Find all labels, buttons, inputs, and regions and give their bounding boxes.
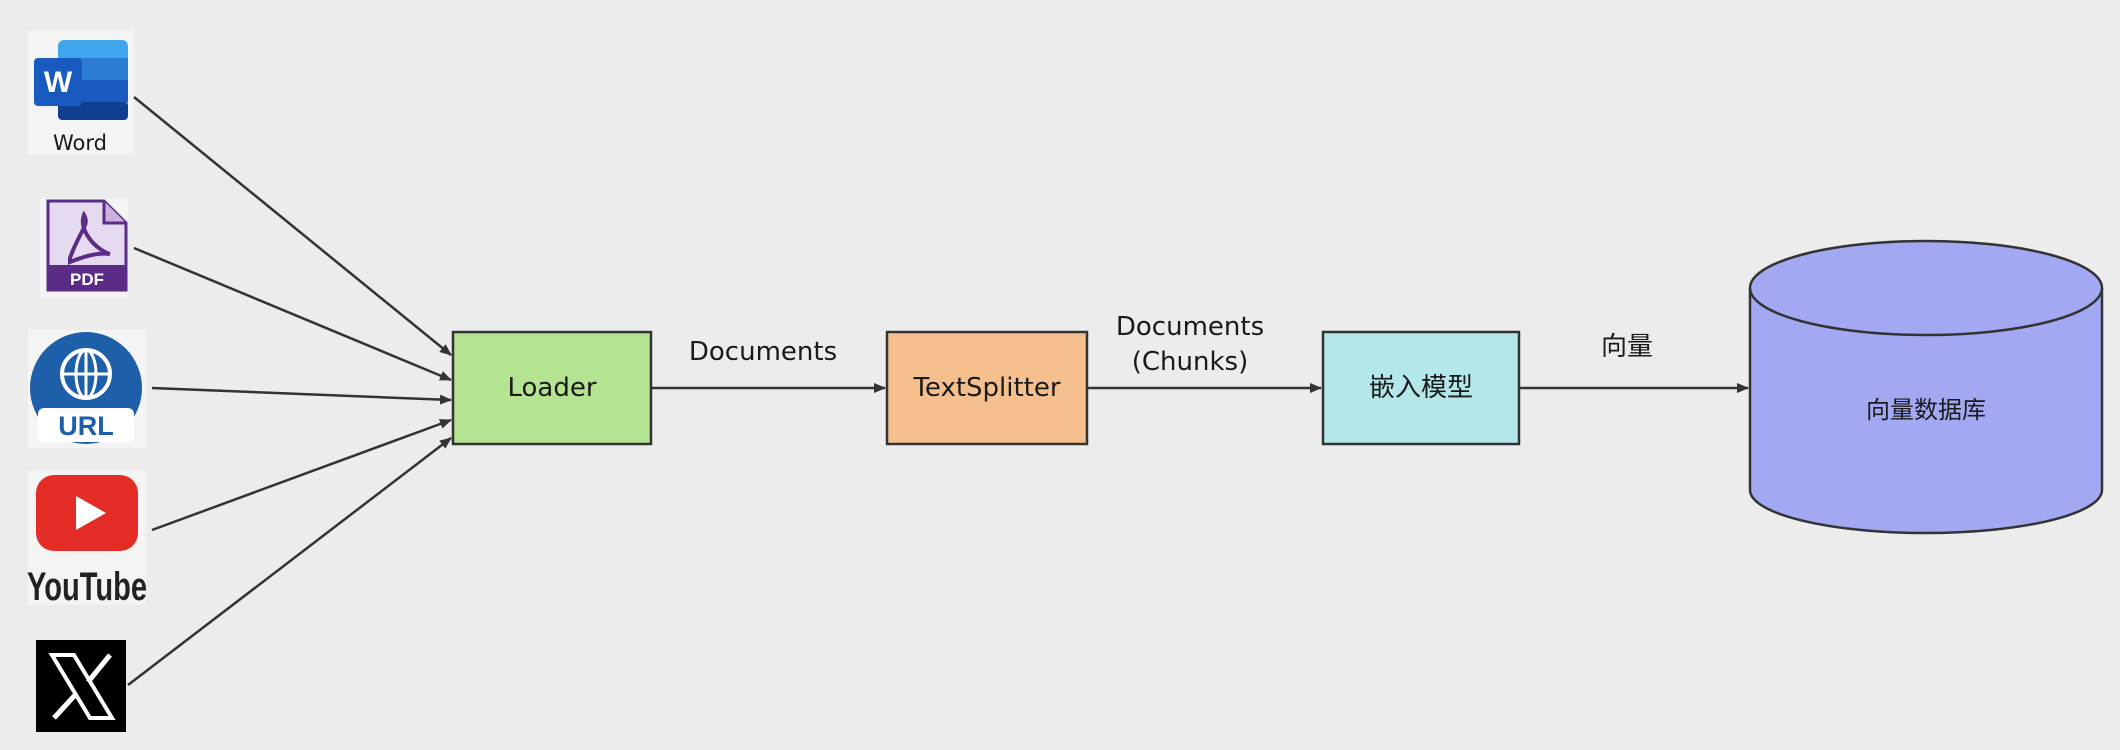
loader-label: Loader xyxy=(507,373,596,403)
vector-database-label: 向量数据库 xyxy=(1866,396,1986,424)
url-globe-icon xyxy=(28,330,146,448)
svg-text:W: W xyxy=(44,66,73,99)
url-label: URL xyxy=(58,411,114,441)
x-logo-icon xyxy=(36,640,126,732)
arrow-pdf-to-loader xyxy=(133,246,452,382)
edge-label-vector: 向量 xyxy=(1601,332,1653,362)
arrow-url-to-loader xyxy=(151,386,452,405)
textsplitter-label: TextSplitter xyxy=(912,373,1060,403)
youtube-icon xyxy=(28,470,146,605)
pdf-label: PDF xyxy=(70,270,104,289)
loader-box xyxy=(451,330,653,446)
arrow-youtube-to-loader xyxy=(151,418,452,532)
word-icon: W xyxy=(28,30,134,155)
vector-database-cylinder xyxy=(1748,239,2104,535)
embedding-model-label: 嵌入模型 xyxy=(1369,373,1473,403)
word-label: Word xyxy=(53,131,107,155)
youtube-label: YouTube xyxy=(27,565,147,609)
source-arrows xyxy=(127,96,452,686)
edge-label-documents-chunks-line1: Documents xyxy=(1116,312,1264,342)
edge-label-documents-chunks-line2: (Chunks) xyxy=(1132,347,1248,377)
textsplitter-box xyxy=(885,330,1089,446)
arrow-word-to-loader xyxy=(133,96,452,356)
edge-label-documents: Documents xyxy=(689,337,837,367)
arrow-x-to-loader xyxy=(127,437,452,686)
pdf-file-icon xyxy=(40,198,128,298)
